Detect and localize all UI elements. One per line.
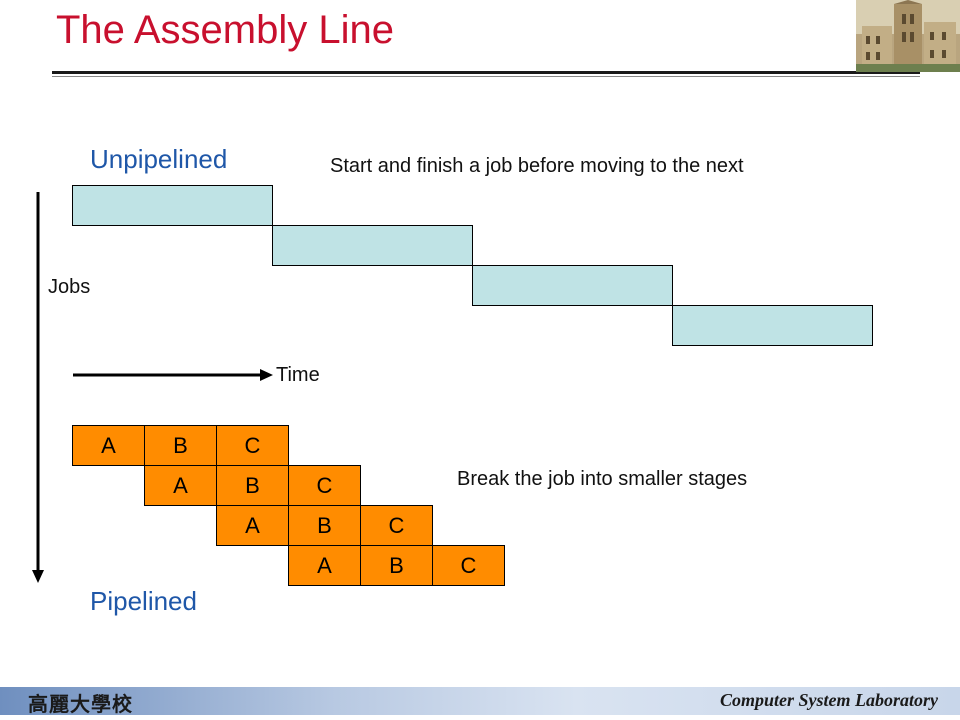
university-building-icon	[856, 0, 960, 72]
pipelined-note: Break the job into smaller stages	[457, 468, 748, 490]
time-arrow-head	[260, 369, 273, 381]
pipeline-stage-c: C	[432, 545, 505, 586]
jobs-arrow-head	[32, 570, 44, 583]
slide-title: The Assembly Line	[56, 8, 394, 52]
unpipelined-note: Start and finish a job before moving to …	[330, 155, 744, 177]
pipeline-stage-a: A	[144, 465, 217, 506]
title-divider-thin	[52, 76, 920, 77]
jobs-axis-label: Jobs	[48, 276, 91, 298]
pipeline-stage-b: B	[360, 545, 433, 586]
unpipelined-job-block	[72, 185, 273, 226]
unpipelined-job-block	[272, 225, 473, 266]
pipeline-stage-c: C	[360, 505, 433, 546]
pipeline-stage-b: B	[216, 465, 289, 506]
pipeline-stage-a: A	[72, 425, 145, 466]
unpipelined-job-block	[472, 265, 673, 306]
time-axis-label: Time	[276, 364, 320, 386]
pipelined-heading: Pipelined	[90, 586, 197, 616]
title-divider	[52, 71, 920, 74]
unpipelined-job-block	[672, 305, 873, 346]
pipeline-stage-a: A	[288, 545, 361, 586]
pipeline-stage-a: A	[216, 505, 289, 546]
footer-university-name: 高麗大學校	[28, 692, 133, 716]
pipeline-stage-b: B	[144, 425, 217, 466]
pipeline-stage-c: C	[216, 425, 289, 466]
footer-bar	[0, 687, 960, 715]
unpipelined-heading: Unpipelined	[90, 144, 228, 174]
pipeline-stage-b: B	[288, 505, 361, 546]
footer-lab-name: Computer System Laboratory	[719, 690, 938, 710]
pipeline-stage-c: C	[288, 465, 361, 506]
